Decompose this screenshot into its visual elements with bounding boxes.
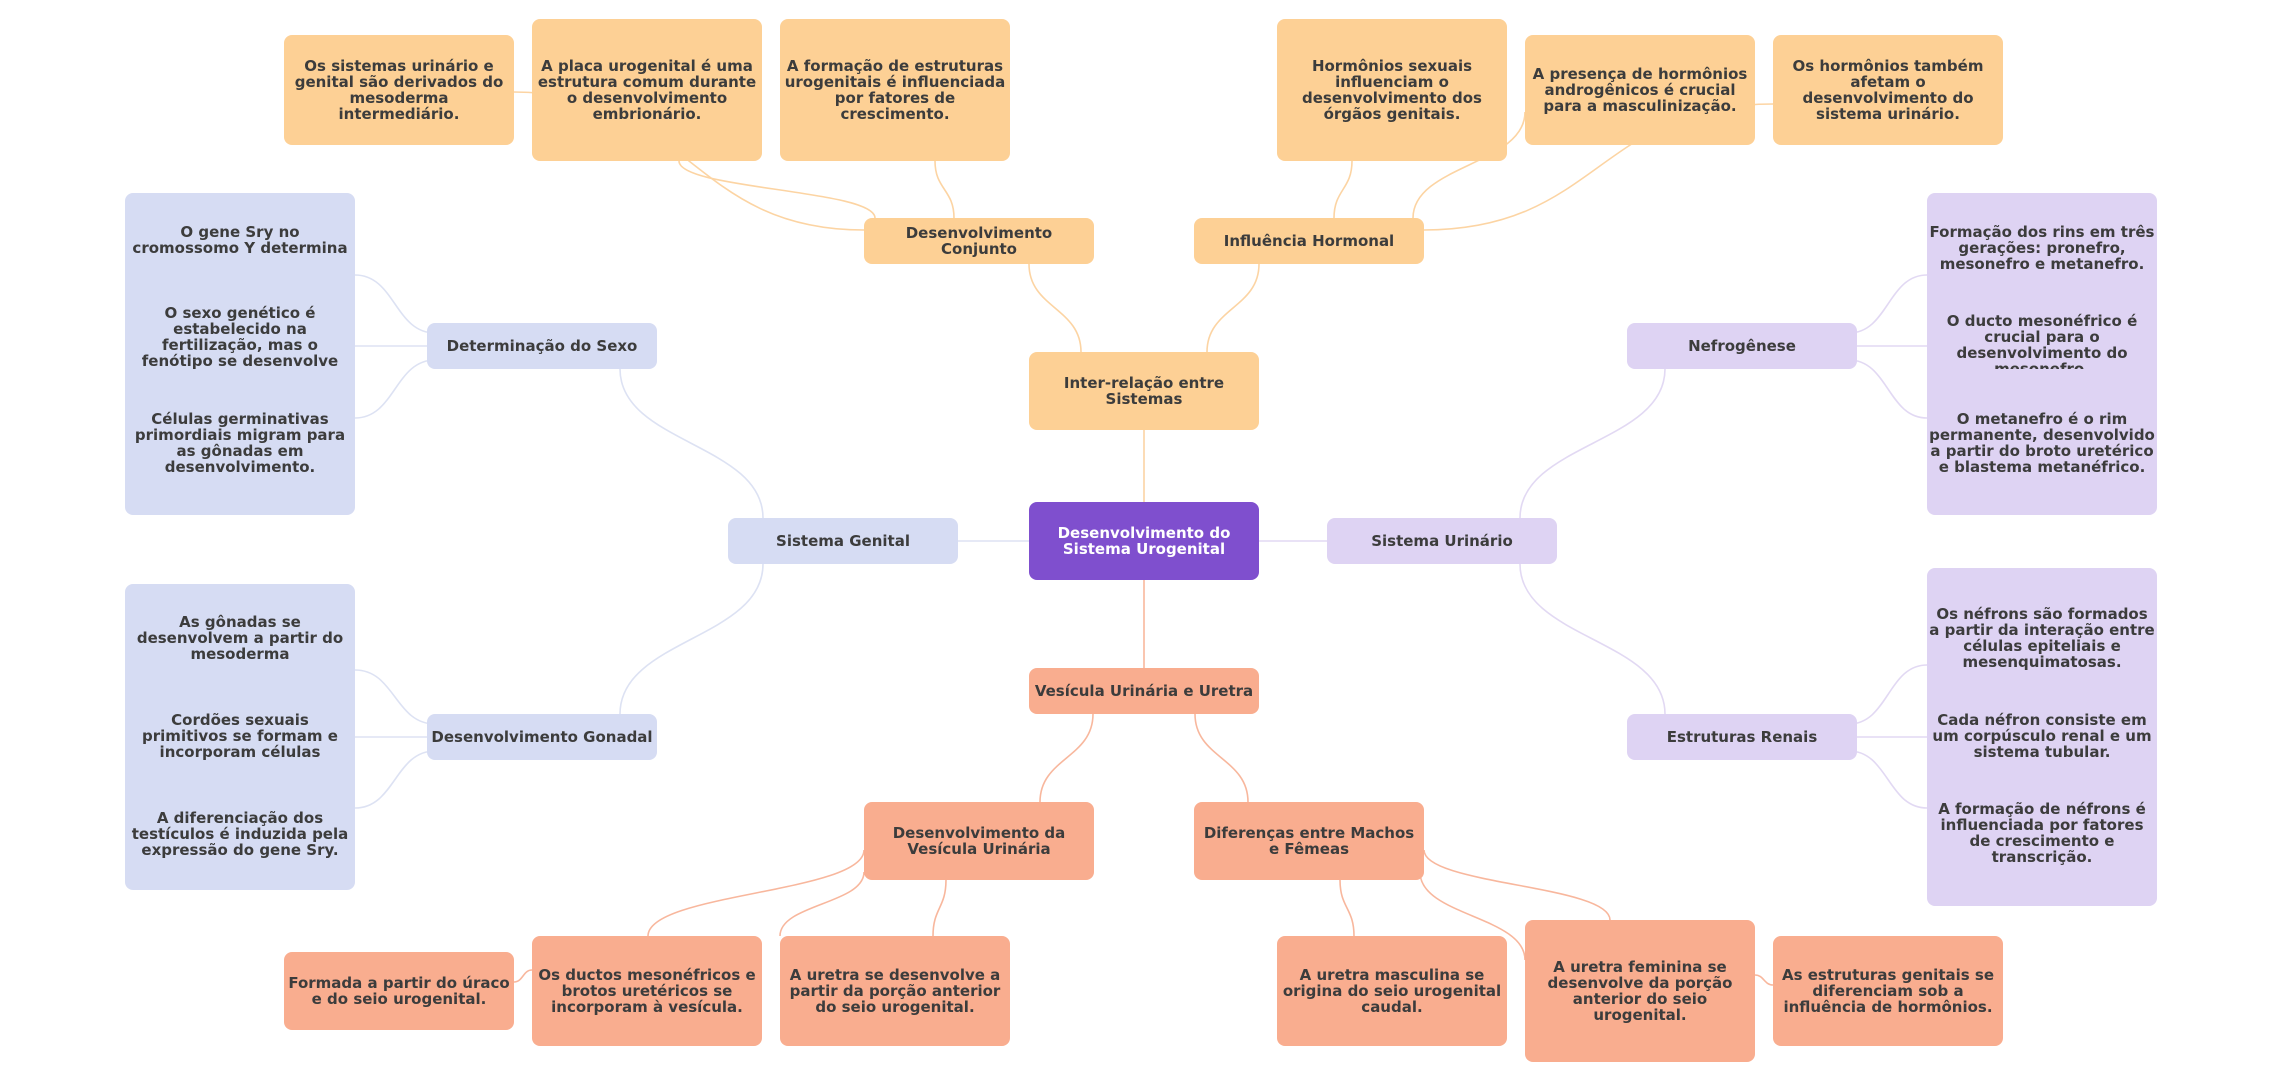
- sistema-urinario-node[interactable]: Sistema Urinário: [1327, 518, 1557, 564]
- link-hormonal-leaf1: [1333, 160, 1353, 219]
- nefrogenese-leaf-1[interactable]: Formação dos rins em três gerações: pron…: [1929, 224, 2155, 272]
- link-diferencas-leaf1: [1339, 879, 1355, 937]
- link-urinario-nefrogenese: [1519, 368, 1666, 519]
- link-hormonal-leaf2: [1412, 111, 1526, 219]
- link-gonadal-leaf1: [354, 669, 436, 725]
- link-desenvolvimento-leaf1b: [513, 969, 533, 983]
- link-diferencas-leaf3: [1423, 849, 1611, 921]
- nefrogenese-leaves-panel: Formação dos rins em três gerações: pron…: [1927, 193, 2157, 515]
- diferencas-machos-femeas-node[interactable]: Diferenças entre Machos e Fêmeas: [1194, 802, 1424, 880]
- gonadal-leaf-2[interactable]: Cordões sexuais primitivos se formam e i…: [142, 712, 338, 760]
- influencia-hormonal-node[interactable]: Influência Hormonal: [1194, 218, 1424, 264]
- link-gonadal-leaf3: [354, 750, 436, 809]
- renais-leaf-1[interactable]: Os néfrons são formados a partir da inte…: [1929, 606, 2155, 670]
- conjunto-leaf-1[interactable]: Os sistemas urinário e genital são deriv…: [284, 35, 514, 145]
- nefrogenese-leaf-2[interactable]: O ducto mesonéfrico é crucial para o des…: [1946, 313, 2138, 369]
- hormonal-leaf-3[interactable]: Os hormônios também afetam o desenvolvim…: [1773, 35, 2003, 145]
- conjunto-leaf-3[interactable]: A formação de estruturas urogenitais é i…: [780, 19, 1010, 161]
- diferencas-leaf-3[interactable]: As estruturas genitais se diferenciam so…: [1773, 936, 2003, 1046]
- sexo-leaf-1[interactable]: O gene Sry no cromossomo Y determina a f…: [132, 224, 348, 256]
- sistema-genital-node[interactable]: Sistema Genital: [728, 518, 958, 564]
- link-interrelacao-hormonal: [1206, 263, 1260, 353]
- vesicula-uretra-node[interactable]: Vesícula Urinária e Uretra: [1029, 668, 1259, 714]
- renais-leaf-3[interactable]: A formação de néfrons é influenciada por…: [1938, 801, 2146, 865]
- estruturas-renais-leaves-panel: Os néfrons são formados a partir da inte…: [1927, 568, 2157, 906]
- renais-leaf-2[interactable]: Cada néfron consiste em um corpúsculo re…: [1932, 712, 2152, 760]
- link-sexo-leaf3: [354, 359, 436, 419]
- vesicula-leaf-1[interactable]: Formada a partir do úraco e do seio urog…: [284, 952, 514, 1030]
- vesicula-leaf-2[interactable]: Os ductos mesonéfricos e brotos uretéric…: [532, 936, 762, 1046]
- interrelacao-node[interactable]: Inter-relação entre Sistemas: [1029, 352, 1259, 430]
- hormonal-leaf-1[interactable]: Hormônios sexuais influenciam o desenvol…: [1277, 19, 1507, 161]
- sexo-leaf-2[interactable]: O sexo genético é estabelecido na fertil…: [141, 305, 339, 369]
- desenvolvimento-vesicula-node[interactable]: Desenvolvimento da Vesícula Urinária: [864, 802, 1094, 880]
- link-urinario-renais: [1519, 563, 1666, 715]
- conjunto-leaf-2[interactable]: A placa urogenital é uma estrutura comum…: [532, 19, 762, 161]
- link-genital-gonadal: [619, 563, 764, 715]
- determinacao-sexo-node[interactable]: Determinação do Sexo: [427, 323, 657, 369]
- root-node[interactable]: Desenvolvimento do Sistema Urogenital: [1029, 502, 1259, 580]
- nefrogenese-node[interactable]: Nefrogênese: [1627, 323, 1857, 369]
- diferencas-leaf-1[interactable]: A uretra masculina se origina do seio ur…: [1277, 936, 1507, 1046]
- gonadal-leaf-1[interactable]: As gônadas se desenvolvem a partir do me…: [136, 614, 344, 662]
- link-sexo-leaf1: [354, 274, 436, 334]
- estruturas-renais-node[interactable]: Estruturas Renais: [1627, 714, 1857, 760]
- diferencas-leaf-2[interactable]: A uretra feminina se desenvolve da porçã…: [1525, 920, 1755, 1062]
- hormonal-leaf-2[interactable]: A presença de hormônios androgênicos é c…: [1525, 35, 1755, 145]
- link-conjunto-leaf2: [678, 160, 876, 219]
- link-diferencas-leaf3b: [1754, 974, 1774, 986]
- link-diferencas-leaf2: [1419, 871, 1526, 961]
- link-vesicula-desenvolvimento: [1039, 713, 1094, 803]
- link-conjunto-leaf3: [934, 160, 955, 219]
- desenvolvimento-gonadal-node[interactable]: Desenvolvimento Gonadal: [427, 714, 657, 760]
- link-nefrogenese-leaf1: [1848, 274, 1928, 334]
- link-nefrogenese-leaf3: [1848, 359, 1928, 419]
- sexo-leaf-3[interactable]: Células germinativas primordiais migram …: [134, 411, 346, 475]
- link-genital-sexo: [619, 368, 764, 519]
- vesicula-leaf-3[interactable]: A uretra se desenvolve a partir da porçã…: [780, 936, 1010, 1046]
- nefrogenese-leaf-3[interactable]: O metanefro é o rim permanente, desenvol…: [1929, 411, 2155, 475]
- determinacao-sexo-leaves-panel: O gene Sry no cromossomo Y determina a f…: [125, 193, 355, 515]
- link-desenvolvimento-leaf3: [932, 879, 947, 937]
- desenvolvimento-conjunto-node[interactable]: Desenvolvimento Conjunto: [864, 218, 1094, 264]
- link-desenvolvimento-leaf2: [779, 871, 865, 937]
- gonadal-leaf-3[interactable]: A diferenciação dos testículos é induzid…: [131, 810, 349, 858]
- link-renais-leaf3: [1848, 750, 1928, 809]
- link-desenvolvimento-leaf1: [647, 849, 865, 937]
- link-renais-leaf1: [1848, 664, 1928, 725]
- link-vesicula-diferencas: [1194, 713, 1249, 803]
- desenvolvimento-gonadal-leaves-panel: As gônadas se desenvolvem a partir do me…: [125, 584, 355, 890]
- link-interrelacao-conjunto: [1028, 263, 1082, 353]
